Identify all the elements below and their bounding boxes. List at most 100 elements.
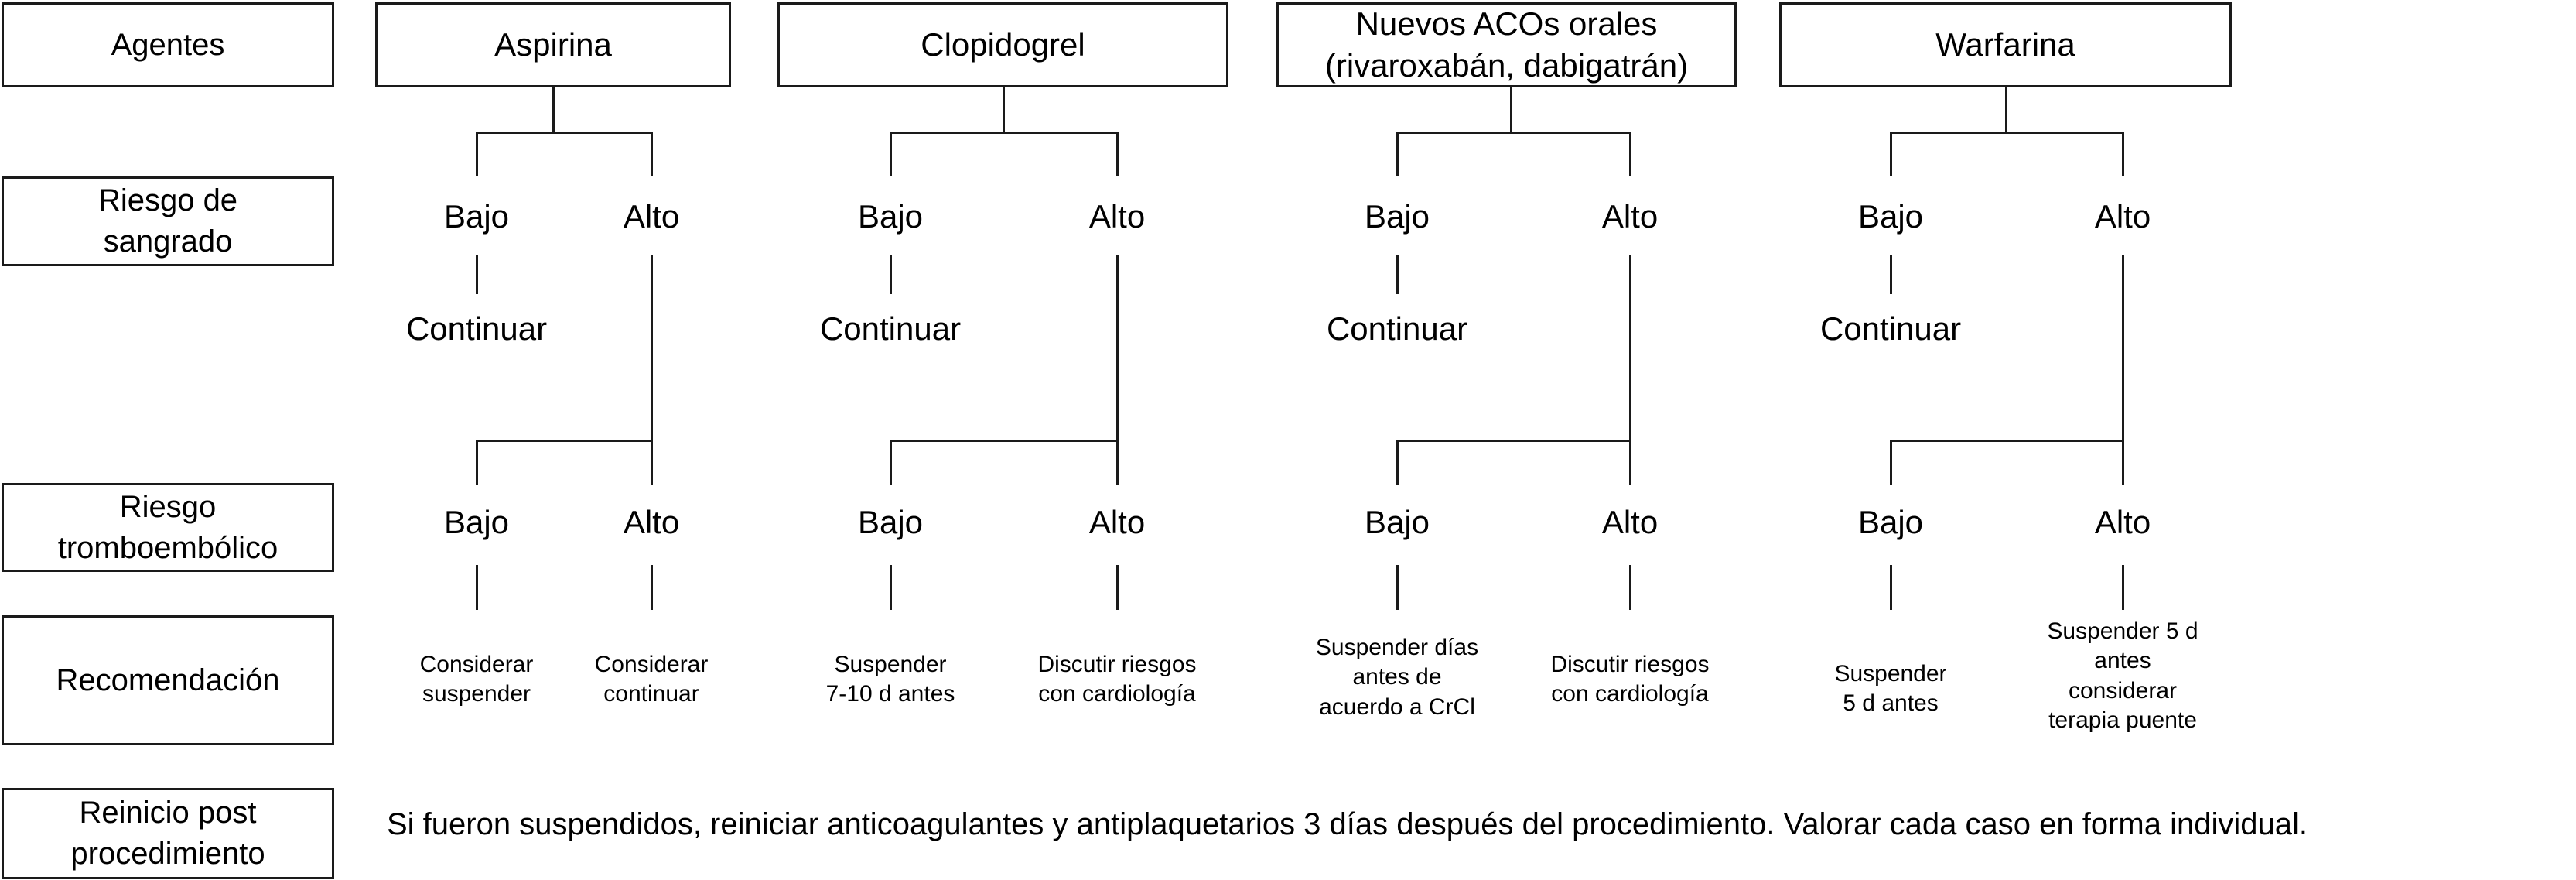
connector-acos-rec-high-stub <box>1629 565 1631 610</box>
connector-acos-leg-low <box>1396 132 1399 176</box>
clopidogrel-bleeding-high: Alto <box>1089 197 1145 236</box>
connector-acos-split2 <box>1396 440 1629 442</box>
aspirina-bleeding-low-text: Bajo <box>443 198 510 235</box>
warfarina-bleeding-low: Bajo <box>1858 197 1923 236</box>
row-label-agentes: Agentes <box>2 2 334 87</box>
aspirina-thrombo-low: Bajo <box>444 503 509 542</box>
connector-clopidogrel-leg-high <box>1116 132 1119 176</box>
acos-thrombo-low: Bajo <box>1365 503 1430 542</box>
connector-aspirina-rec-low-stub <box>476 565 478 610</box>
connector-aspirina-leg2-low <box>476 440 478 485</box>
acos-low-action: Continuar <box>1327 310 1467 348</box>
connector-aspirina-split2 <box>476 440 651 442</box>
connector-acos-rec-low-stub <box>1396 565 1399 610</box>
clopidogrel-thrombo-high: Alto <box>1089 503 1145 542</box>
connector-aspirina-high-long <box>651 255 653 485</box>
connector-aspirina-split <box>476 132 651 134</box>
clopidogrel-bleeding-high-text: Alto <box>1088 198 1146 235</box>
warfarina-thrombo-high: Alto <box>2095 503 2151 542</box>
agent-box-aspirina-title: Aspirina <box>494 26 612 63</box>
warfarina-low-action: Continuar <box>1820 310 1961 348</box>
warfarina-low-action-text: Continuar <box>1819 310 1962 347</box>
aspirina-thrombo-high: Alto <box>624 503 679 542</box>
connector-clopidogrel-rec-low-stub <box>890 565 892 610</box>
acos-bleeding-low-text: Bajo <box>1364 198 1430 235</box>
row-label-agentes-text: Agentes <box>111 27 225 62</box>
connector-aspirina-leg-low <box>476 132 478 176</box>
aspirina-bleeding-low: Bajo <box>444 197 509 236</box>
clopidogrel-bleeding-low: Bajo <box>858 197 923 236</box>
acos-thrombo-high-text: Alto <box>1601 504 1659 540</box>
agent-box-aspirina[interactable]: Aspirina <box>375 2 731 87</box>
aspirina-bleeding-high-text: Alto <box>623 198 680 235</box>
clopidogrel-thrombo-low-text: Bajo <box>857 504 924 540</box>
connector-aspirina-low-stub <box>476 255 478 294</box>
connector-warfarina-leg2-low <box>1890 440 1892 485</box>
agent-box-acos[interactable]: Nuevos ACOs orales(rivaroxabán, dabigatr… <box>1276 2 1737 87</box>
clopidogrel-low-action: Continuar <box>820 310 961 348</box>
clopidogrel-low-action-text: Continuar <box>819 310 962 347</box>
aspirina-thrombo-low-text: Bajo <box>443 504 510 540</box>
connector-warfarina-leg-high <box>2122 132 2124 176</box>
warfarina-thrombo-low: Bajo <box>1858 503 1923 542</box>
agent-box-warfarina-title: Warfarina <box>1935 26 2075 63</box>
connector-acos-high-long <box>1629 255 1631 485</box>
connector-acos-leg2-low <box>1396 440 1399 485</box>
acos-bleeding-low: Bajo <box>1365 197 1430 236</box>
connector-warfarina-rec-low-stub <box>1890 565 1892 610</box>
acos-thrombo-low-text: Bajo <box>1364 504 1430 540</box>
connector-aspirina-rec-high-stub <box>651 565 653 610</box>
connector-clopidogrel-leg-low <box>890 132 892 176</box>
connector-clopidogrel-high-long <box>1116 255 1119 485</box>
connector-warfarina-rec-high-stub <box>2122 565 2124 610</box>
connector-warfarina-split2 <box>1890 440 2122 442</box>
warfarina-bleeding-high-text: Alto <box>2094 198 2151 235</box>
connector-clopidogrel-stem <box>1003 87 1005 132</box>
warfarina-bleeding-high: Alto <box>2095 197 2151 236</box>
aspirina-low-action-text: Continuar <box>405 310 548 347</box>
connector-acos-leg-high <box>1629 132 1631 176</box>
connector-clopidogrel-split <box>890 132 1116 134</box>
acos-low-action-text: Continuar <box>1326 310 1468 347</box>
warfarina-bleeding-low-text: Bajo <box>1857 198 1924 235</box>
clopidogrel-thrombo-low: Bajo <box>858 503 923 542</box>
aspirina-thrombo-high-text: Alto <box>623 504 680 540</box>
connector-clopidogrel-split2 <box>890 440 1116 442</box>
warfarina-thrombo-low-text: Bajo <box>1857 504 1924 540</box>
agent-box-clopidogrel[interactable]: Clopidogrel <box>777 2 1228 87</box>
connector-clopidogrel-leg2-low <box>890 440 892 485</box>
connector-clopidogrel-rec-high-stub <box>1116 565 1119 610</box>
acos-thrombo-high: Alto <box>1602 503 1658 542</box>
restart-note-text: Si fueron suspendidos, reiniciar anticoa… <box>387 807 2308 841</box>
row-label-recomendacion-text: Recomendación <box>56 663 280 697</box>
agent-box-clopidogrel-title: Clopidogrel <box>921 26 1085 63</box>
clopidogrel-thrombo-high-text: Alto <box>1088 504 1146 540</box>
agent-box-warfarina[interactable]: Warfarina <box>1779 2 2232 87</box>
agent-box-acos-title: Nuevos ACOs orales(rivaroxabán, dabigatr… <box>1324 5 1689 84</box>
connector-aspirina-leg-high <box>651 132 653 176</box>
warfarina-thrombo-high-text: Alto <box>2094 504 2151 540</box>
connector-warfarina-stem <box>2005 87 2007 132</box>
clopidogrel-bleeding-low-text: Bajo <box>857 198 924 235</box>
connector-acos-low-stub <box>1396 255 1399 294</box>
connector-warfarina-split <box>1890 132 2122 134</box>
acos-bleeding-high-text: Alto <box>1601 198 1659 235</box>
